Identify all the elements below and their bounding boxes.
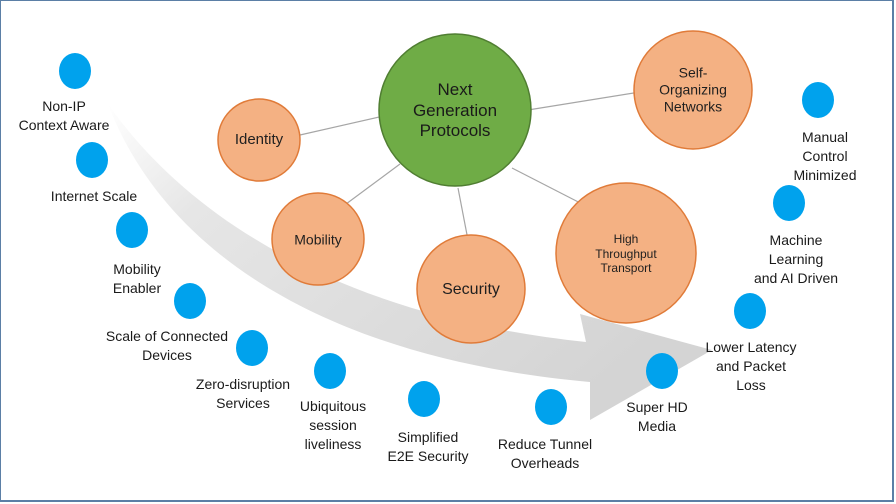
dot-latency bbox=[734, 293, 766, 329]
benefit-dots bbox=[59, 53, 834, 425]
dot-mobility-enabler bbox=[116, 212, 148, 248]
benefit-internet-scale-label: Internet Scale bbox=[50, 188, 138, 204]
benefit-non-ip-label: Non-IP Context Aware bbox=[18, 98, 110, 133]
benefit-manual-control-label: Manual Control Minimized bbox=[793, 129, 857, 183]
benefit-tunnel-overheads-label: Reduce Tunnel Overheads bbox=[497, 436, 593, 471]
node-identity-label: Identity bbox=[234, 130, 284, 148]
capability-nodes bbox=[217, 30, 753, 344]
node-self-organizing-label: Self- Organizing Networks bbox=[659, 64, 727, 115]
dot-non-ip bbox=[59, 53, 91, 89]
benefit-zero-disruption-label: Zero-disruption Services bbox=[195, 376, 291, 411]
benefit-session-liveliness-label: Ubiquitous session liveliness bbox=[299, 398, 367, 452]
progress-arrow bbox=[108, 104, 712, 420]
dot-manual-control bbox=[802, 82, 834, 118]
benefit-ml-ai-label: Machine Learning and AI Driven bbox=[753, 232, 839, 286]
node-security-label: Security bbox=[442, 281, 500, 299]
node-throughput-circle bbox=[555, 182, 697, 324]
node-throughput-label: High Throughput Transport bbox=[595, 232, 657, 276]
connector-self-organizing bbox=[527, 91, 641, 111]
connector-throughput bbox=[511, 167, 591, 209]
node-mobility-label: Mobility bbox=[294, 231, 342, 248]
benefit-super-hd-label: Super HD Media bbox=[626, 399, 688, 434]
benefit-mobility-enabler-label: Mobility Enabler bbox=[112, 261, 162, 296]
dot-tunnel-overheads bbox=[535, 389, 567, 425]
hub-circle bbox=[378, 33, 532, 187]
connector-identity bbox=[299, 114, 389, 136]
connector-mobility bbox=[341, 163, 401, 208]
dot-super-hd bbox=[646, 353, 678, 389]
dot-connected-devices bbox=[174, 283, 206, 319]
dot-zero-disruption bbox=[236, 330, 268, 366]
hub-connectors bbox=[299, 91, 641, 241]
benefit-latency-label: Lower Latency and Packet Loss bbox=[705, 339, 797, 393]
dot-ml-ai bbox=[773, 185, 805, 221]
node-security-circle bbox=[416, 234, 526, 344]
hub-label: Next Generation Protocols bbox=[412, 79, 498, 141]
benefit-connected-devices-label: Scale of Connected Devices bbox=[105, 328, 229, 363]
connector-security bbox=[457, 187, 469, 241]
dot-session-liveliness bbox=[314, 353, 346, 389]
node-identity-circle bbox=[217, 98, 301, 182]
benefit-e2e-security-label: Simplified E2E Security bbox=[387, 429, 469, 464]
dot-e2e-security bbox=[408, 381, 440, 417]
dot-internet-scale bbox=[76, 142, 108, 178]
node-self-organizing-circle bbox=[633, 30, 753, 150]
node-mobility-circle bbox=[271, 192, 365, 286]
